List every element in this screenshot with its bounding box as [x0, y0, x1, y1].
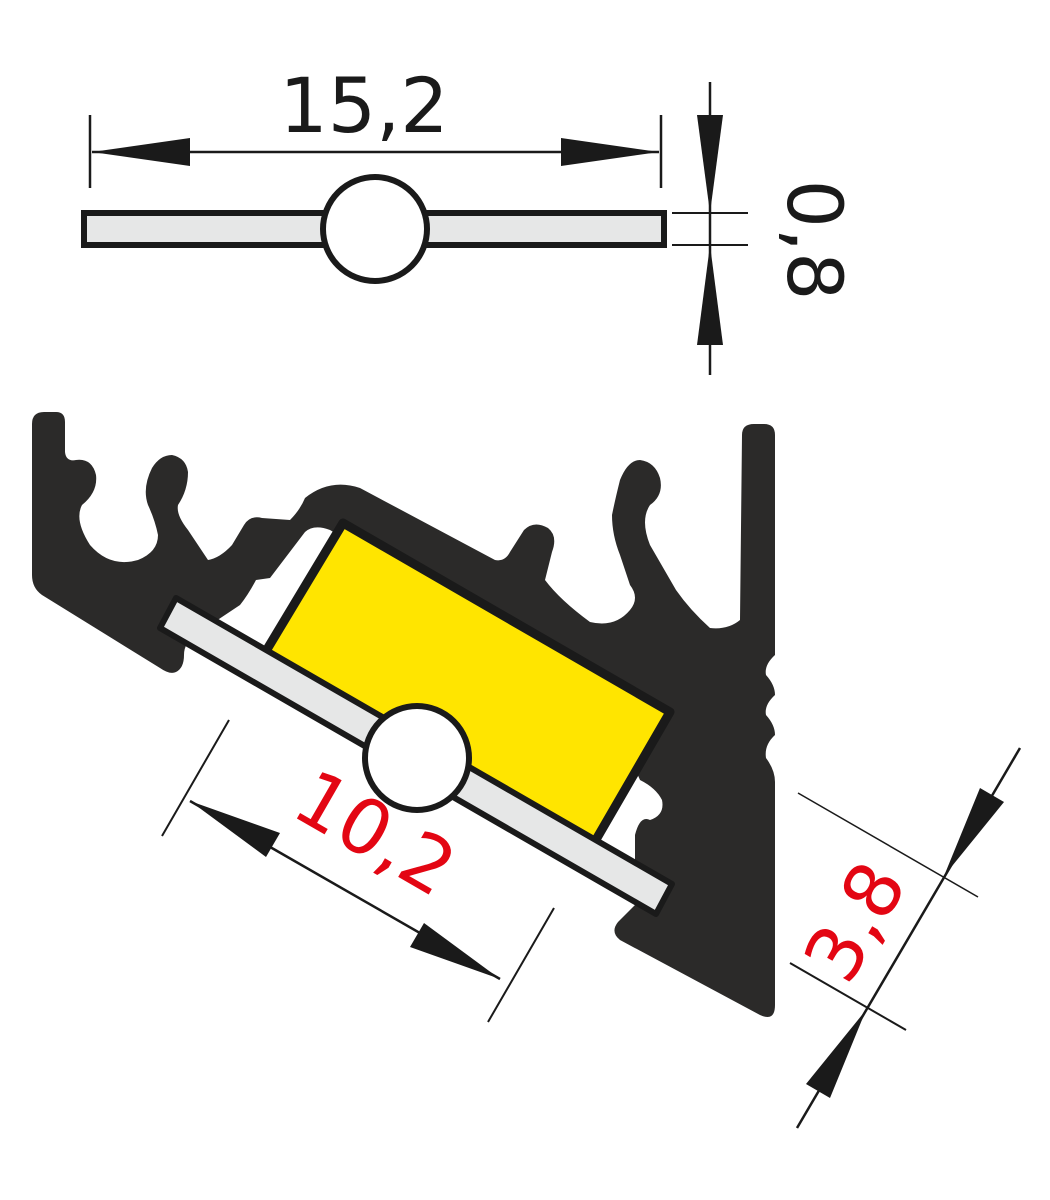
- strip-width-extension-right: [487, 907, 555, 1023]
- strip-width-arrow-left: [190, 801, 280, 857]
- diffuser-top-view: 15,2 0,8: [81, 61, 859, 375]
- strip-width-extension-left: [161, 719, 230, 837]
- strip-depth-dimension-label: 3,8: [786, 847, 924, 996]
- thickness-dimension-label: 0,8: [770, 180, 859, 301]
- width-arrow-left: [92, 138, 190, 166]
- aluminium-profile-body: [32, 412, 775, 1018]
- strip-depth-arrow-bottom: [806, 1010, 866, 1098]
- width-arrow-right: [561, 138, 659, 166]
- strip-width-arrow-right: [410, 923, 500, 979]
- diffuser-pin-top: [320, 174, 430, 284]
- thickness-arrow-top: [697, 115, 723, 213]
- diffuser-pin-angled: [362, 703, 472, 813]
- corner-profile: [32, 412, 775, 1018]
- strip-depth-arrow-top: [944, 788, 1004, 876]
- width-dimension-label: 15,2: [279, 61, 448, 150]
- strip-depth-extension-bottom: [789, 962, 907, 1031]
- thickness-arrow-bottom: [697, 245, 723, 345]
- strip-depth-dimension: 3,8: [786, 747, 1022, 1129]
- strip-depth-extension-top: [797, 792, 979, 898]
